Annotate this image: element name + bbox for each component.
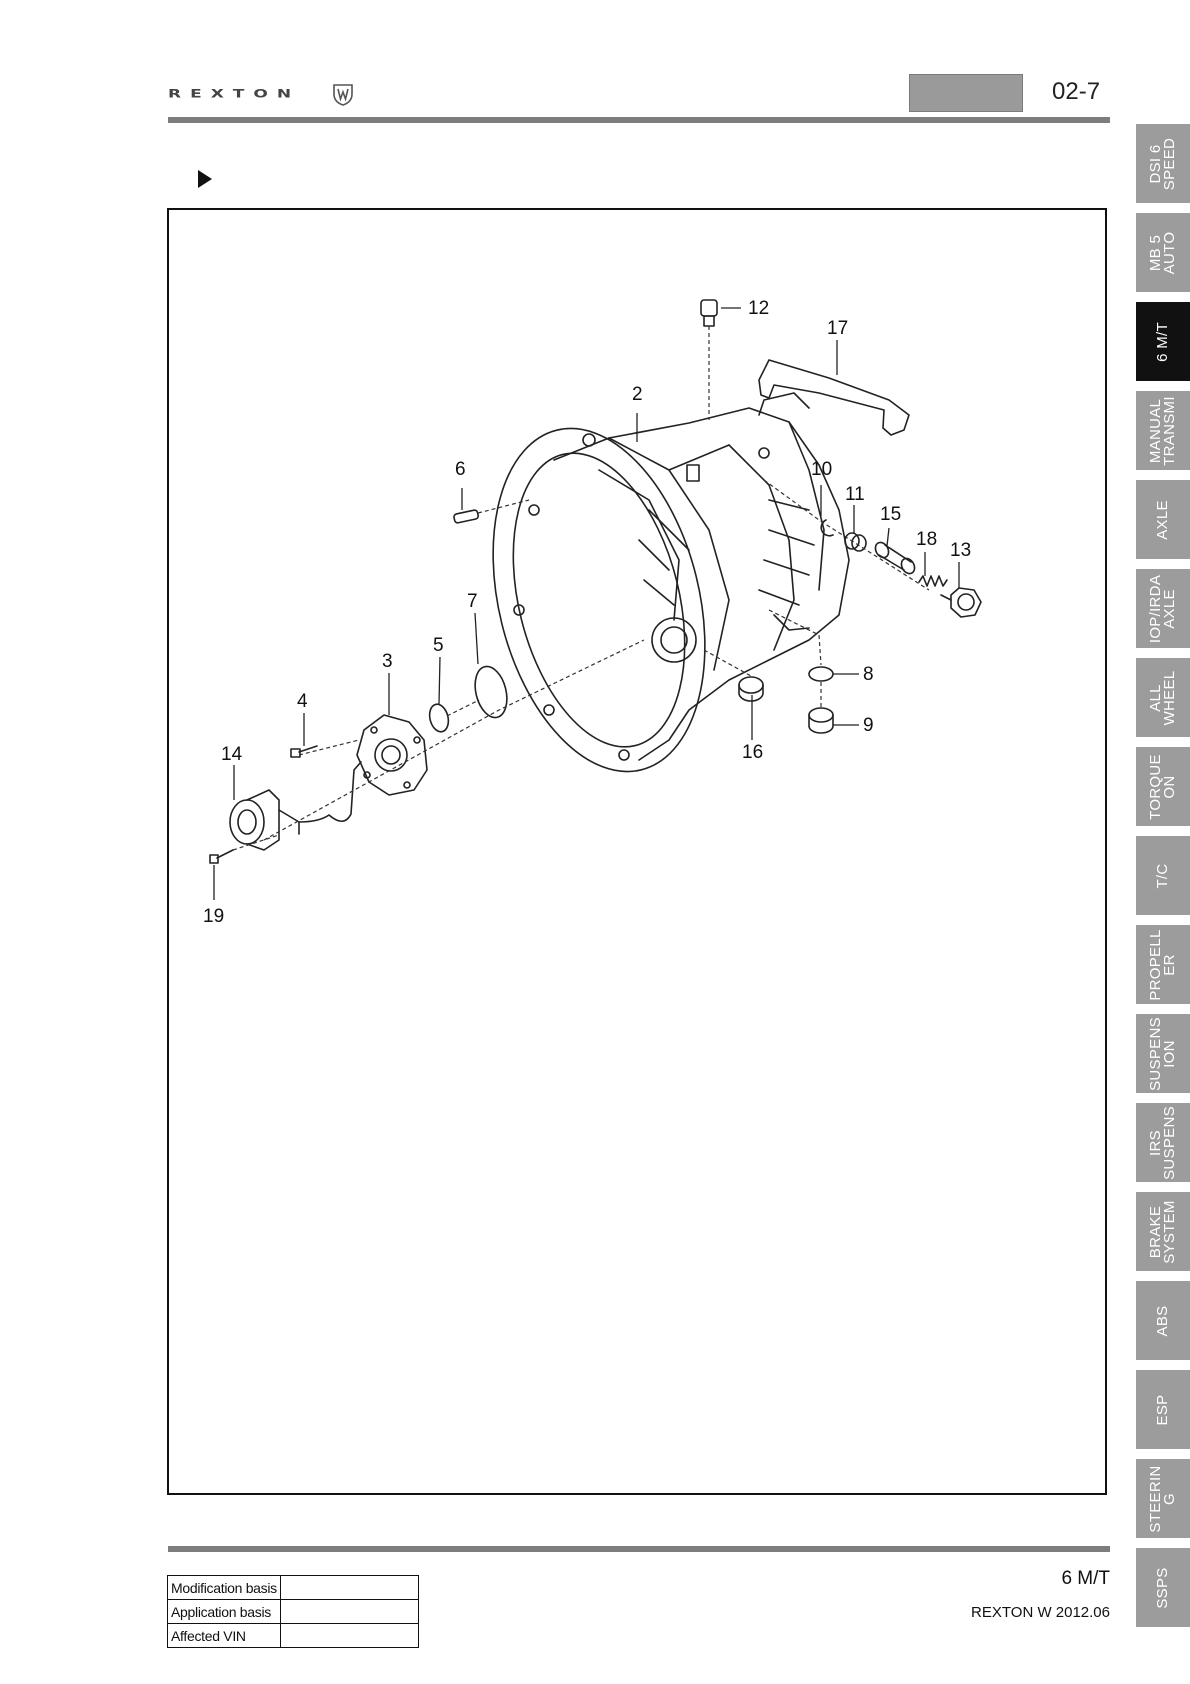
tab-label-line2: SPEED (1161, 137, 1178, 189)
breather-plug (701, 300, 717, 326)
sleeve (873, 540, 917, 576)
callout-18: 18 (916, 530, 937, 549)
application-basis-value (280, 1600, 418, 1624)
header-rule (168, 117, 1110, 123)
release-cylinder (230, 762, 361, 850)
tab-label-line2: ON (1161, 775, 1178, 798)
rubber-plug (739, 677, 763, 701)
table-row: Application basis (168, 1600, 419, 1624)
revision-table: Modification basis Application basis Aff… (167, 1575, 419, 1648)
callout-15: 15 (880, 505, 901, 524)
affected-vin-label: Affected VIN (168, 1624, 281, 1648)
header-section-box (909, 74, 1023, 112)
ssangyong-badge-icon (331, 82, 355, 106)
callout-17: 17 (827, 319, 848, 338)
callout-16: 16 (742, 743, 763, 762)
exploded-diagram: 12 17 2 6 10 11 15 18 13 7 5 3 4 14 8 9 … (167, 208, 1107, 1495)
tab-axle[interactable]: AXLE (1136, 480, 1190, 560)
tab-label-line2: TRANSMI (1161, 396, 1178, 466)
modification-basis-label: Modification basis (168, 1576, 281, 1600)
dowel-pin (453, 510, 478, 524)
footer-section-title: 6 M/T (1061, 1568, 1110, 1590)
tab-label-line2: WHEEL (1161, 670, 1178, 725)
bolt-19 (210, 850, 233, 863)
callout-10: 10 (811, 460, 832, 479)
logo-text: REXTON (168, 87, 300, 101)
tab-label-line2: ION (1161, 1040, 1178, 1068)
tab-label-line2: G (1161, 1493, 1178, 1505)
callout-8: 8 (863, 665, 874, 684)
assembly-lines (233, 326, 929, 850)
callout-13: 13 (950, 541, 971, 560)
footer-rule (168, 1546, 1110, 1552)
footer-model: REXTON W 2012.06 (971, 1604, 1110, 1621)
callout-12: 12 (748, 299, 769, 318)
snap-ring (427, 702, 451, 734)
rexton-logo: REXTON (168, 82, 358, 108)
tab-6mt[interactable]: 6 M/T (1136, 302, 1190, 382)
application-basis-label: Application basis (168, 1600, 281, 1624)
page-number: 02-7 (1052, 78, 1100, 106)
callout-4: 4 (297, 692, 308, 711)
tab-label-line1: ESP (1154, 1394, 1171, 1425)
tab-tc[interactable]: T/C (1136, 836, 1190, 916)
tab-label-line2: ER (1161, 954, 1178, 975)
bracket (759, 360, 909, 435)
table-row: Affected VIN (168, 1624, 419, 1648)
callout-7: 7 (467, 592, 478, 611)
tab-label-line2: SYSTEM (1161, 1200, 1178, 1263)
drain-plug (809, 708, 833, 733)
callout-9: 9 (863, 716, 874, 735)
callout-6: 6 (455, 460, 466, 479)
table-row: Modification basis (168, 1576, 419, 1600)
washer (809, 667, 833, 681)
bell-housing (460, 393, 849, 794)
bearing-retainer (357, 715, 427, 795)
callout-14: 14 (221, 745, 242, 764)
callout-19: 19 (203, 907, 224, 926)
tab-label-line2: SUSPENS (1161, 1106, 1178, 1180)
callout-5: 5 (433, 636, 444, 655)
modification-basis-value (280, 1576, 418, 1600)
tab-label-line1: ABS (1154, 1305, 1171, 1336)
bullet-arrow-icon (198, 170, 212, 188)
callout-2: 2 (632, 385, 643, 404)
tab-abs[interactable]: ABS (1136, 1281, 1190, 1361)
callout-3: 3 (382, 652, 393, 671)
callout-11: 11 (845, 485, 865, 504)
tab-label-line1: SSPS (1154, 1567, 1171, 1608)
tab-ssps[interactable]: SSPS (1136, 1548, 1190, 1628)
tab-label-line2: AXLE (1161, 589, 1178, 629)
tab-label-line2: AUTO (1161, 231, 1178, 274)
o-ring (470, 663, 512, 721)
spring (919, 576, 947, 586)
tab-label-line1: AXLE (1154, 500, 1171, 540)
affected-vin-value (280, 1624, 418, 1648)
tab-esp[interactable]: ESP (1136, 1370, 1190, 1450)
leader-lines (214, 308, 959, 900)
plug-bolt (941, 588, 981, 617)
tab-label-line1: T/C (1154, 863, 1171, 888)
tab-label-line1: 6 M/T (1154, 322, 1171, 362)
